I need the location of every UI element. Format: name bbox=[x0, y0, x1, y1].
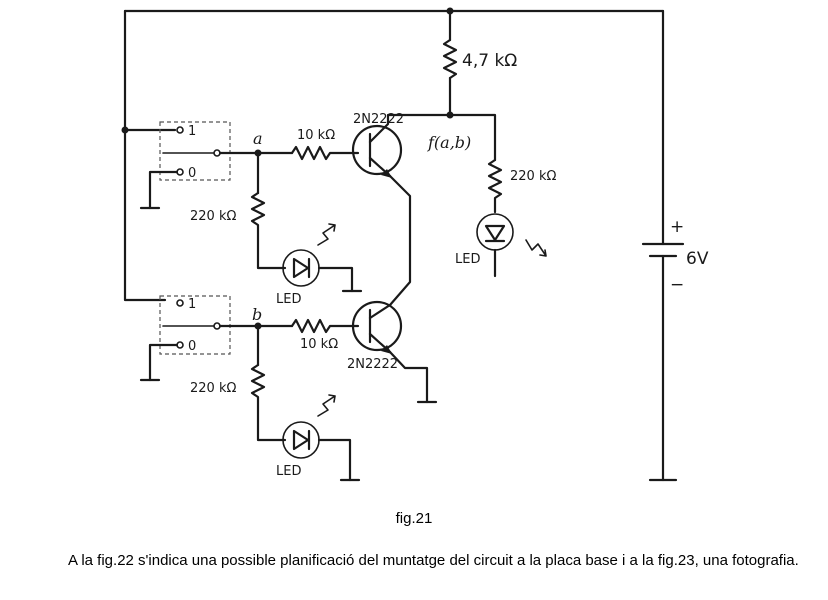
led-a-body bbox=[282, 249, 320, 287]
resistor-led-a bbox=[250, 191, 287, 270]
led-a-triangle bbox=[292, 257, 310, 279]
resistor-a-label: 10 kΩ bbox=[297, 128, 335, 143]
transistor-top-label: 2N2222 bbox=[353, 112, 404, 127]
transistor-bottom-label: 2N2222 bbox=[347, 357, 398, 372]
output-label: f(a,b) bbox=[427, 133, 471, 152]
switch-a-box bbox=[159, 121, 231, 181]
node-b-label: b bbox=[252, 305, 262, 324]
switch-b-contact-1 bbox=[176, 299, 184, 307]
resistor-top bbox=[442, 38, 458, 80]
switch-a-pos0-label: 0 bbox=[188, 166, 196, 181]
body-paragraph: A la fig.22 s'indica una possible planif… bbox=[68, 552, 799, 569]
series-link-wire bbox=[388, 174, 412, 307]
switch-b-pos1-label: 1 bbox=[188, 297, 196, 312]
switch-a-pos1-label: 1 bbox=[188, 124, 196, 139]
resistor-led-b bbox=[250, 363, 287, 442]
led-out-triangle bbox=[484, 224, 506, 242]
led-b-triangle bbox=[292, 429, 310, 451]
resistor-b-label: 10 kΩ bbox=[300, 337, 338, 352]
circuit-schematic: 1 0 a 10 kΩ 2N2222 4,7 kΩ f(a,b) 220 kΩ … bbox=[121, 7, 709, 482]
led-b-body bbox=[282, 421, 320, 459]
resistor-led-b-label: 220 kΩ bbox=[190, 381, 236, 396]
led-a-light-arrow bbox=[317, 223, 336, 246]
node-a-label: a bbox=[253, 129, 263, 148]
led-out-light-arrow bbox=[525, 239, 547, 257]
resistor-top-label: 4,7 kΩ bbox=[462, 51, 517, 71]
transistor-bottom-collector bbox=[368, 303, 392, 320]
resistor-b bbox=[290, 318, 360, 334]
led-out-label: LED bbox=[455, 252, 480, 267]
switch-a-contact-1 bbox=[176, 126, 184, 134]
battery-voltage-label: 6V bbox=[686, 249, 709, 269]
resistor-out bbox=[487, 158, 503, 214]
output-wire bbox=[448, 113, 497, 162]
resistor-led-a-label: 220 kΩ bbox=[190, 209, 236, 224]
switch-b-pos0-label: 0 bbox=[188, 339, 196, 354]
resistor-out-label: 220 kΩ bbox=[510, 169, 556, 184]
transistor-top-body bbox=[351, 124, 403, 176]
led-b-label: LED bbox=[276, 464, 301, 479]
led-a-ground-wire bbox=[317, 266, 354, 293]
led-b-ground-wire bbox=[317, 438, 352, 482]
battery-minus-label: − bbox=[670, 275, 684, 295]
resistor-a bbox=[290, 145, 360, 161]
switch-a-ground-wire bbox=[148, 170, 179, 210]
switch-b-ground-wire bbox=[148, 343, 179, 382]
left-supply-wire bbox=[123, 9, 167, 302]
battery-plus-label: + bbox=[670, 217, 684, 237]
led-a-label: LED bbox=[276, 292, 301, 307]
figure-caption: fig.21 bbox=[395, 510, 433, 527]
led-b-light-arrow bbox=[317, 394, 336, 417]
led-out-body bbox=[476, 213, 514, 251]
transistor-bottom-ground-wire bbox=[388, 350, 429, 404]
transistor-top-collector bbox=[368, 113, 452, 144]
transistor-bottom-body bbox=[351, 300, 403, 352]
